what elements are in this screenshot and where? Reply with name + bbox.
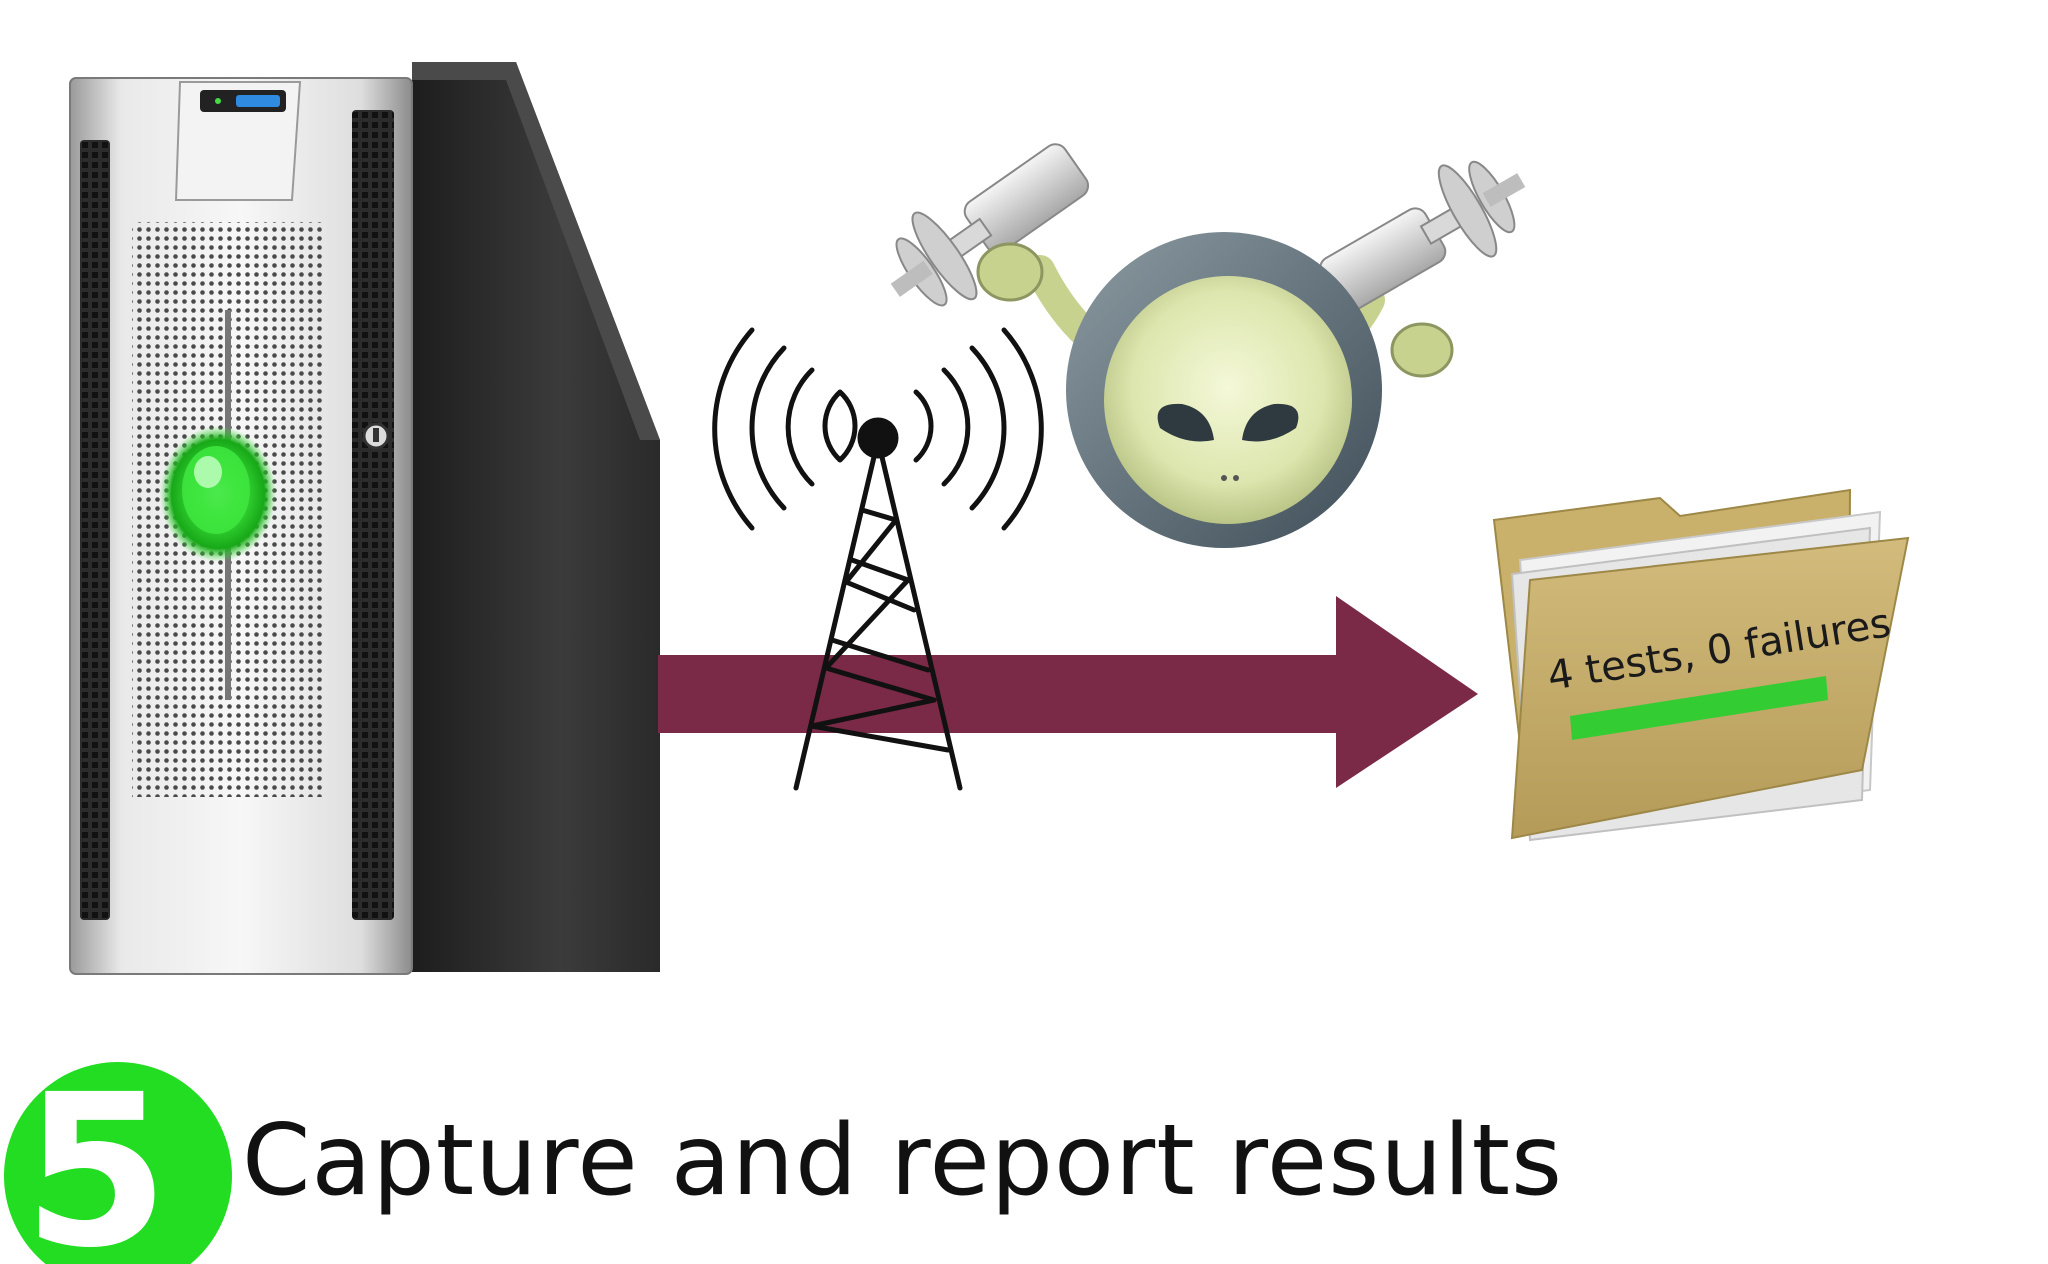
step-number-badge (4, 1062, 232, 1264)
step-number: 5 (23, 1049, 169, 1264)
folder-icon (1492, 488, 1910, 842)
radio-tower-icon (712, 327, 1044, 791)
step-label: Capture and report results (242, 1104, 1564, 1218)
transfer-arrow (658, 596, 1478, 788)
report-status-bar (1570, 676, 1828, 740)
server-tower-icon (69, 62, 660, 975)
alien-robot-icon (890, 143, 1526, 548)
